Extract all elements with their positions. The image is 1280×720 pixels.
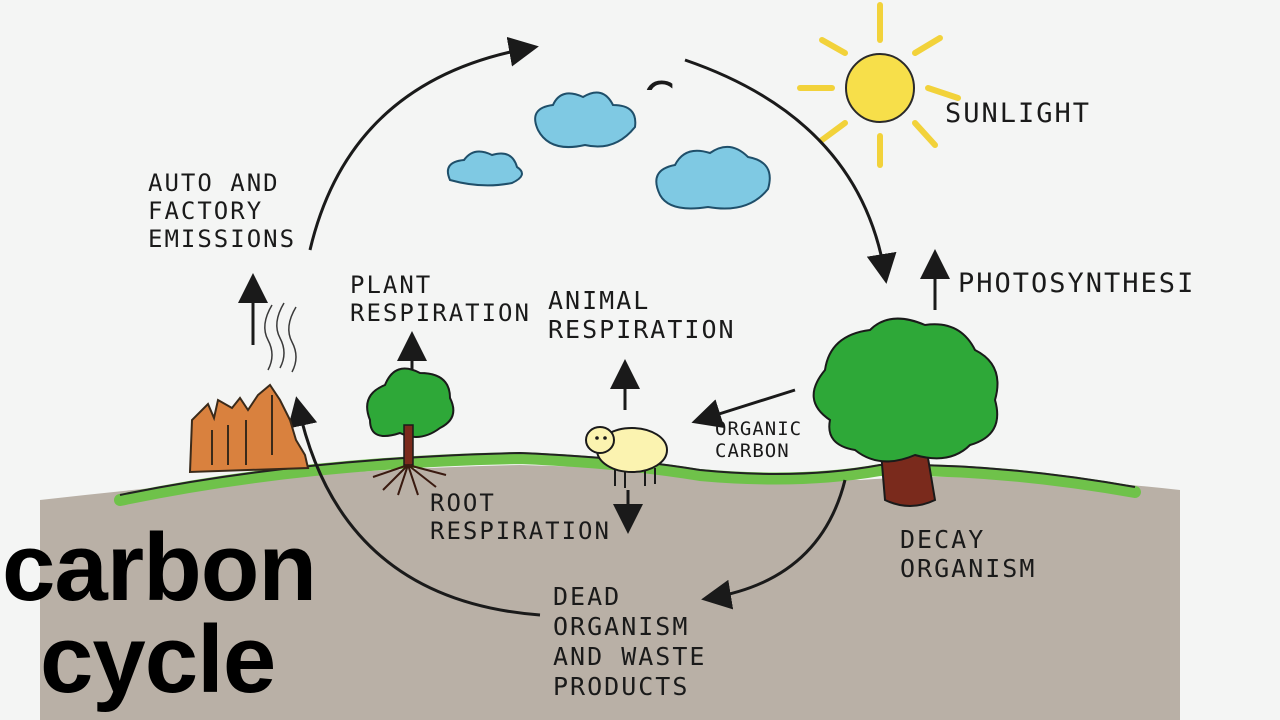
sunlight-label: SUNLIGHT [945, 98, 1092, 129]
tree-icon [812, 317, 999, 507]
arrow-decay-to-dead [701, 479, 847, 610]
plant-icon [366, 367, 455, 496]
photosynthesis-label: PHOTOSYNTHESI [958, 268, 1196, 299]
cloud-icon [655, 146, 771, 210]
dead-organism-label: DEAD ORGANISM AND WASTE PRODUCTS [553, 582, 707, 701]
plant-respiration-label: PLANT RESPIRATION [350, 271, 531, 327]
cloud-icon [534, 91, 637, 149]
title-line-2: cycle [40, 606, 276, 713]
ground-line [119, 451, 1136, 496]
co2-label: CO2 [555, 20, 675, 90]
root-respiration-label: ROOT RESPIRATION [430, 489, 611, 545]
sun-icon [797, 2, 961, 168]
co2-main: CO [643, 72, 675, 90]
decay-organism-label: DECAY ORGANISM [900, 525, 1037, 583]
arrow-organic-carbon [691, 388, 796, 428]
cloud-icon [446, 150, 523, 187]
arrow-dead-to-factory [287, 396, 541, 617]
emissions-label: AUTO AND FACTORY EMISSIONS [148, 169, 297, 253]
grass-strip [114, 451, 1141, 506]
soil-ground [40, 465, 1180, 720]
title-line-1: carbon [2, 514, 317, 621]
animal-respiration-label: ANIMAL RESPIRATION [548, 286, 736, 344]
arrow-co2-to-tree [684, 58, 897, 284]
factory-icon [188, 302, 310, 474]
organic-carbon-label: ORGANIC CARBON [715, 418, 803, 463]
sheep-icon [585, 426, 668, 488]
arrow-emissions-to-co2 [308, 36, 539, 251]
